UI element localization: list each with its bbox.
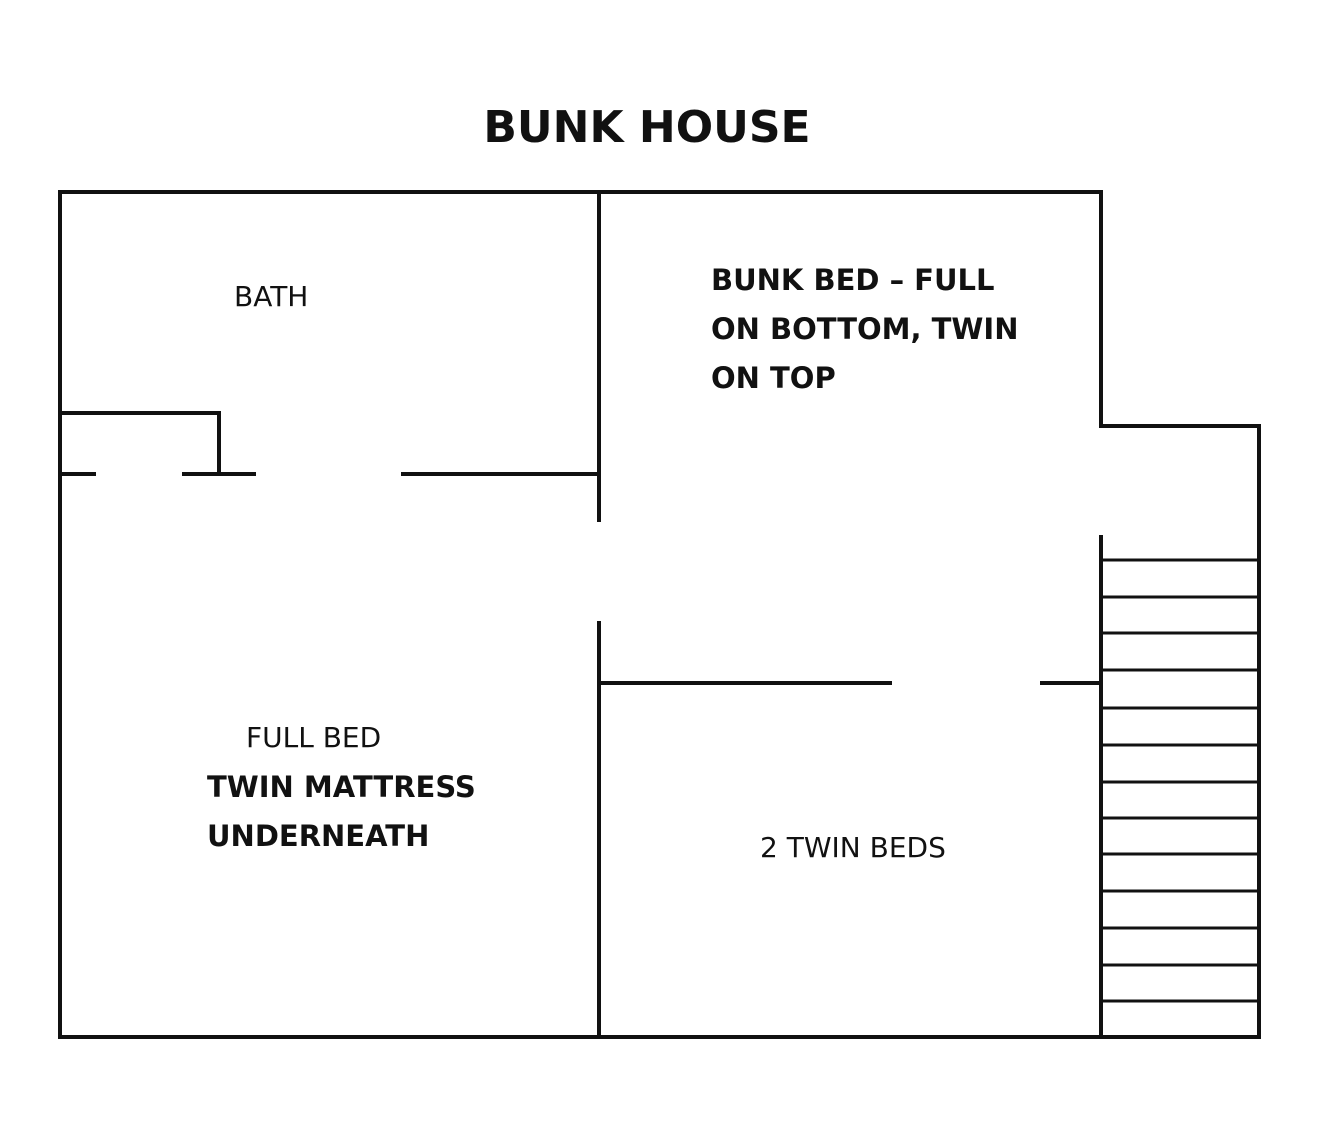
staircase [1101, 558, 1259, 1003]
room-label-bunk-line-3: ON TOP [711, 361, 836, 395]
interior-walls [58, 190, 1103, 1039]
room-bath: BATH [234, 280, 308, 313]
room-label-full-line-1: FULL BED [246, 721, 381, 754]
room-label-bunk-line-1: BUNK BED – FULL [711, 263, 995, 297]
room-full: FULL BED TWIN MATTRESS UNDERNEATH [207, 721, 476, 853]
room-label-bunk-line-2: ON BOTTOM, TWIN [711, 312, 1018, 346]
room-label-full-line-3: UNDERNEATH [207, 819, 429, 853]
room-label-twin: 2 TWIN BEDS [760, 831, 946, 864]
room-label-full-line-2: TWIN MATTRESS [207, 770, 476, 804]
plan-title: BUNK HOUSE [483, 102, 810, 153]
room-label-bath: BATH [234, 280, 308, 313]
outer-walls [58, 190, 1261, 1039]
room-twin: 2 TWIN BEDS [760, 831, 946, 864]
room-bunk: BUNK BED – FULL ON BOTTOM, TWIN ON TOP [711, 263, 1018, 395]
